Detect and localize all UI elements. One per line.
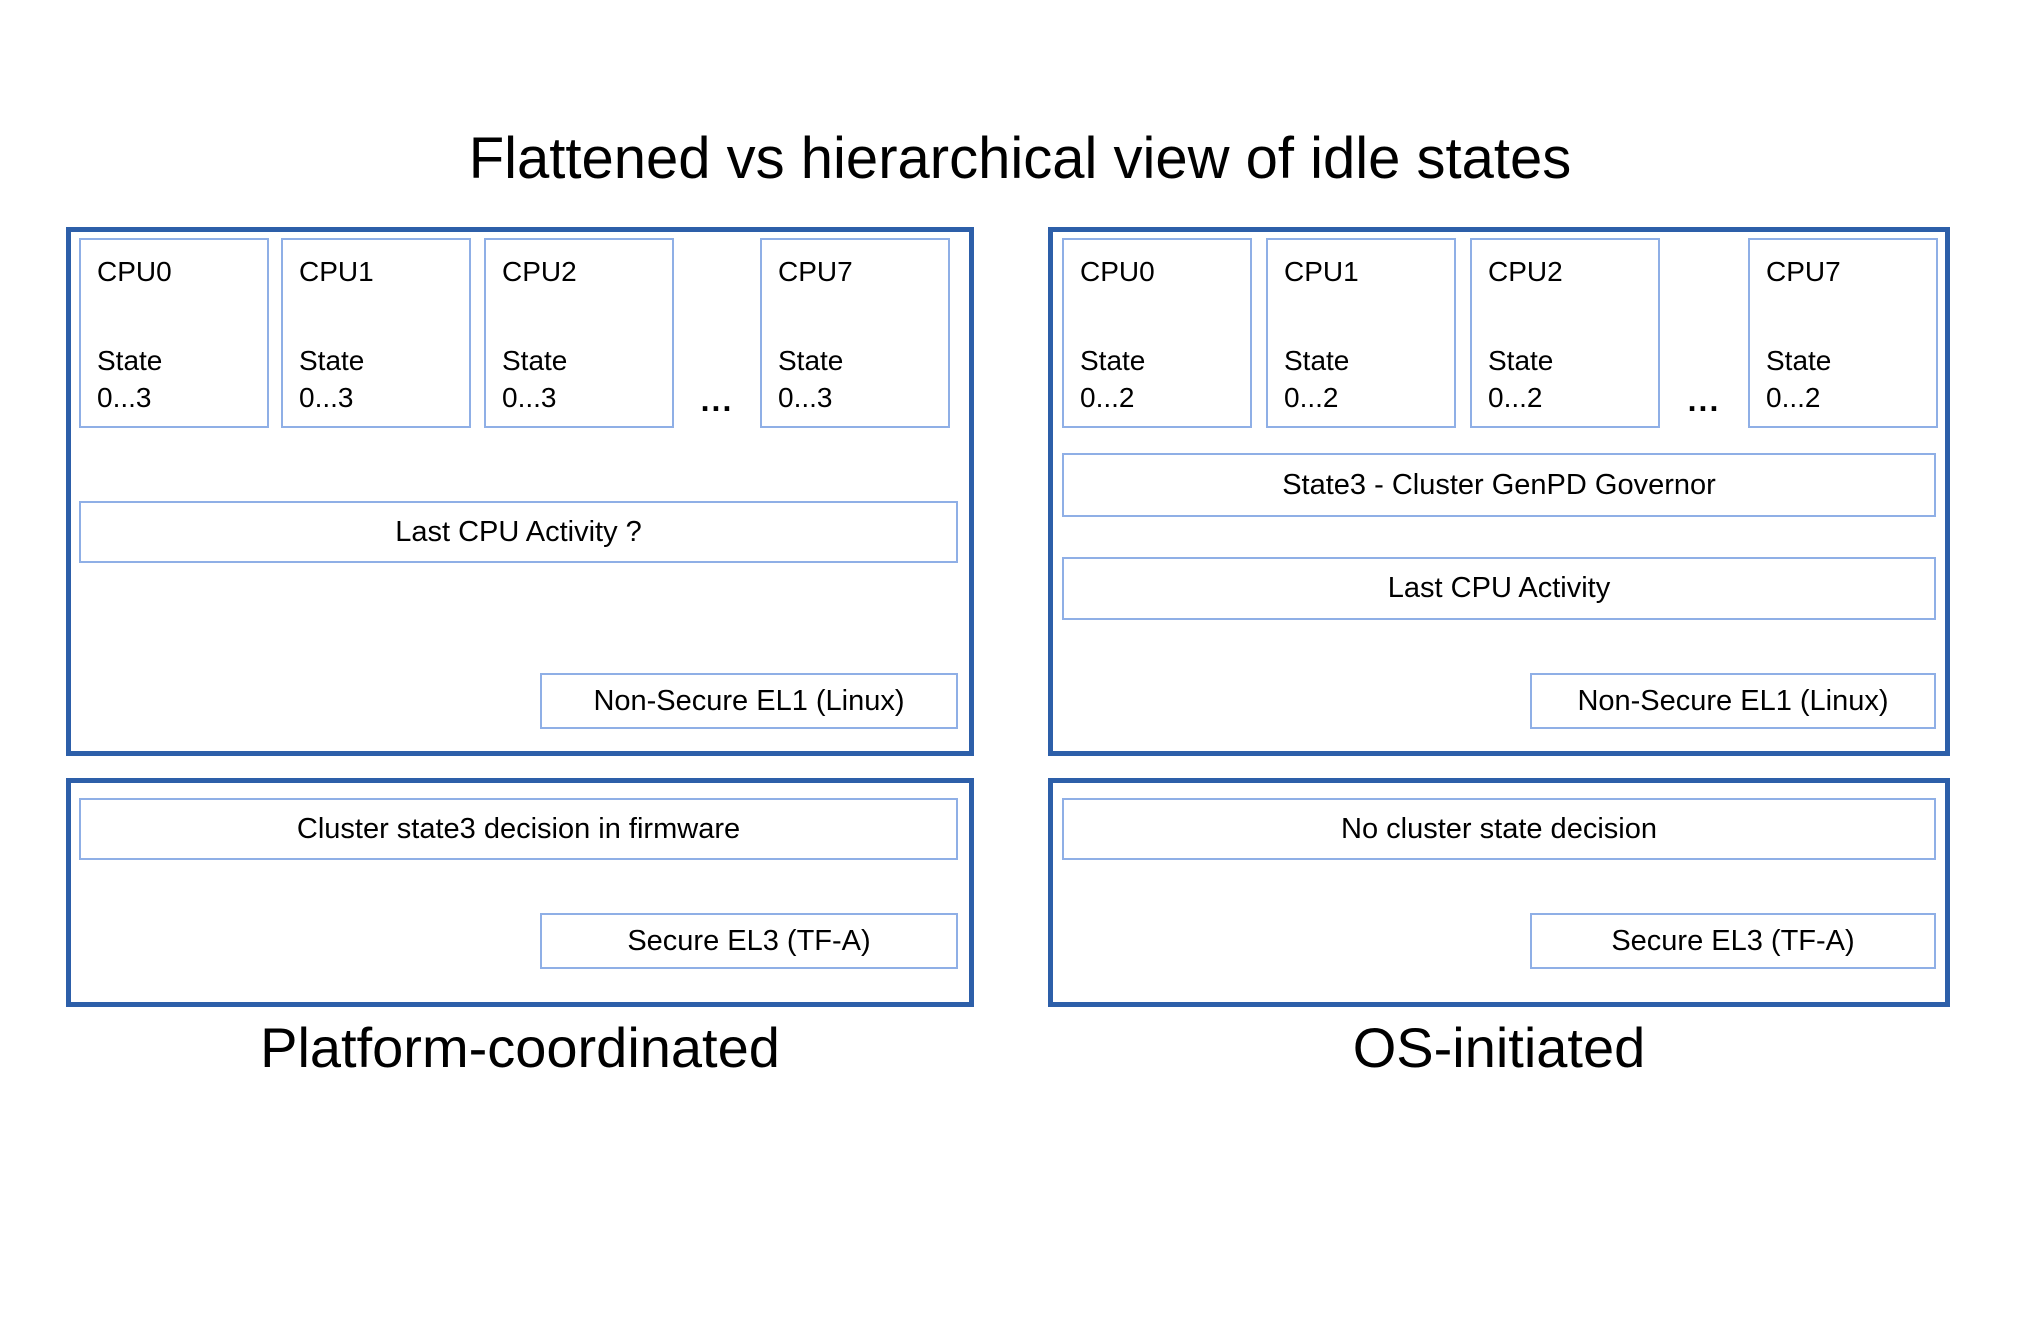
cpu-box: CPU2 State 0...2	[1470, 238, 1660, 428]
cpu-state: State 0...2	[1766, 343, 1928, 416]
cpu-state-label: State	[778, 345, 844, 377]
cpu-state-label: State	[1766, 345, 1832, 377]
cpu-state-range: 0...3	[778, 381, 833, 413]
cpu-state-label: State	[299, 345, 365, 377]
cpu-state-range: 0...3	[97, 381, 152, 413]
ellipsis: ...	[700, 382, 734, 418]
cpu-state-range: 0...3	[299, 381, 354, 413]
cpu-state-range: 0...2	[1488, 381, 1543, 413]
cpu-state-label: State	[1488, 345, 1554, 377]
cpu-box: CPU1 State 0...3	[281, 238, 471, 428]
cpu-name: CPU7	[1766, 256, 1841, 287]
os-initiated-lower-panel: No cluster state decision Secure EL3 (TF…	[1048, 778, 1950, 1007]
non-secure-el1-box: Non-Secure EL1 (Linux)	[540, 673, 958, 729]
cpu-state: State 0...2	[1080, 343, 1242, 416]
cpu-state: State 0...3	[97, 343, 259, 416]
cpu-box: CPU0 State 0...3	[79, 238, 269, 428]
cpu-state: State 0...2	[1488, 343, 1650, 416]
cpu-name: CPU2	[502, 256, 577, 287]
cpu-name: CPU2	[1488, 256, 1563, 287]
slide-title: Flattened vs hierarchical view of idle s…	[468, 126, 1572, 191]
cpu-state-label: State	[1080, 345, 1146, 377]
platform-coordinated-lower-panel: Cluster state3 decision in firmware Secu…	[66, 778, 974, 1007]
cpu-name: CPU1	[1284, 256, 1359, 287]
cpu-state-range: 0...3	[502, 381, 557, 413]
secure-el3-box: Secure EL3 (TF-A)	[1530, 913, 1936, 969]
cpu-state: State 0...3	[299, 343, 461, 416]
cpu-state-range: 0...2	[1766, 381, 1821, 413]
cpu-box: CPU1 State 0...2	[1266, 238, 1456, 428]
cpu-name: CPU0	[1080, 256, 1155, 287]
cpu-name: CPU7	[778, 256, 853, 287]
ellipsis: ...	[1687, 382, 1721, 418]
cpu-state: State 0...3	[502, 343, 664, 416]
cpu-state-range: 0...2	[1284, 381, 1339, 413]
cpu-box: CPU7 State 0...2	[1748, 238, 1938, 428]
last-cpu-activity-box: Last CPU Activity	[1062, 557, 1936, 620]
cpu-state: State 0...2	[1284, 343, 1446, 416]
cpu-box: CPU0 State 0...2	[1062, 238, 1252, 428]
last-cpu-activity-box: Last CPU Activity ?	[79, 501, 958, 563]
platform-coordinated-upper-panel: CPU0 State 0...3 CPU1 State 0...3 CPU2 S…	[66, 227, 974, 756]
cluster-decision-box: Cluster state3 decision in firmware	[79, 798, 958, 860]
cpu-state-label: State	[97, 345, 163, 377]
cpu-name: CPU1	[299, 256, 374, 287]
secure-el3-box: Secure EL3 (TF-A)	[540, 913, 958, 969]
cpu-name: CPU0	[97, 256, 172, 287]
cpu-state-label: State	[502, 345, 568, 377]
no-cluster-decision-box: No cluster state decision	[1062, 798, 1936, 860]
non-secure-el1-box: Non-Secure EL1 (Linux)	[1530, 673, 1936, 729]
os-initiated-caption: OS-initiated	[1352, 1016, 1646, 1079]
cpu-state-range: 0...2	[1080, 381, 1135, 413]
cluster-genpd-governor-box: State3 - Cluster GenPD Governor	[1062, 453, 1936, 517]
cpu-state-label: State	[1284, 345, 1350, 377]
cpu-box: CPU7 State 0...3	[760, 238, 950, 428]
platform-coordinated-caption: Platform-coordinated	[260, 1016, 780, 1079]
cpu-state: State 0...3	[778, 343, 940, 416]
cpu-box: CPU2 State 0...3	[484, 238, 674, 428]
os-initiated-upper-panel: CPU0 State 0...2 CPU1 State 0...2 CPU2 S…	[1048, 227, 1950, 756]
